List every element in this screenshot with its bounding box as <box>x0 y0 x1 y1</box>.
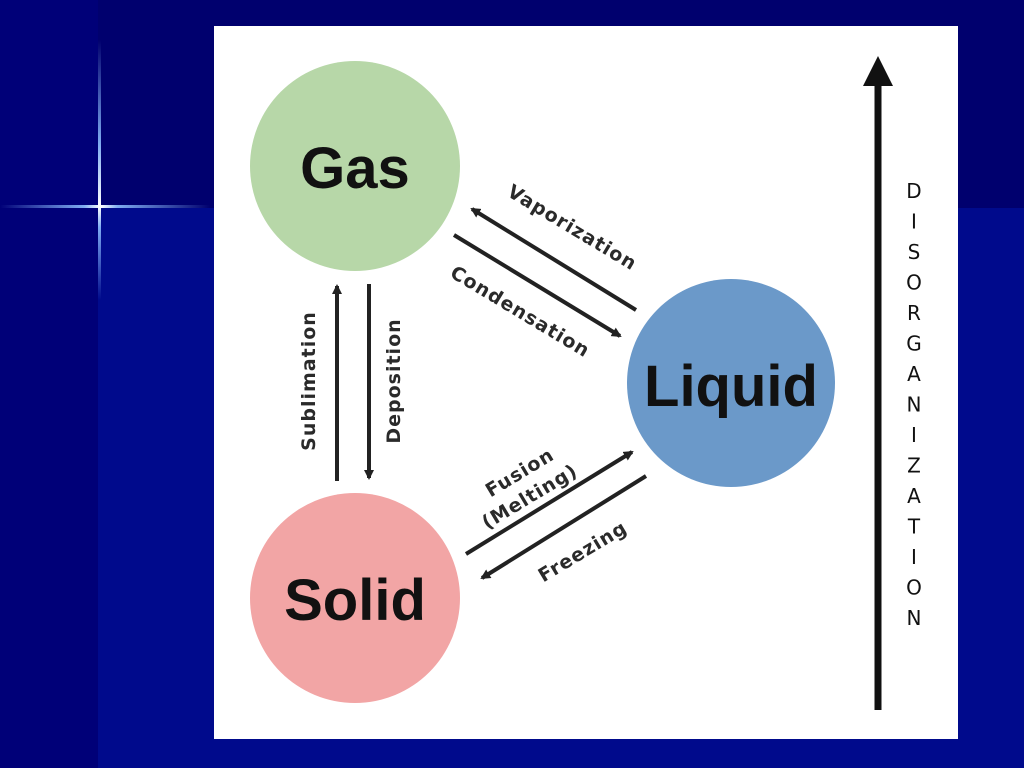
freezing-label: Freezing <box>535 517 632 587</box>
disorganization-letter: I <box>911 545 917 569</box>
disorganization-letter: O <box>906 576 922 600</box>
condensation-arrow <box>452 233 622 338</box>
disorganization-letter: S <box>908 240 921 264</box>
liquid-circle <box>627 279 835 487</box>
disorganization-letter: I <box>911 423 917 447</box>
vaporization-arrow <box>470 207 638 312</box>
fusion-arrow <box>464 450 634 556</box>
disorganization-letter: Z <box>907 454 921 478</box>
disorganization-letter: G <box>906 332 922 356</box>
disorganization-letter: I <box>911 210 917 234</box>
disorganization-letter: N <box>907 606 922 630</box>
disorganization-letter: A <box>907 362 921 386</box>
disorganization-letter: D <box>906 179 921 203</box>
solid-label: Solid <box>284 568 426 633</box>
gas-label: Gas <box>300 136 410 201</box>
liquid-label: Liquid <box>644 354 818 419</box>
phase-diagram: Gas Liquid Solid Vaporization Condensati… <box>250 56 922 710</box>
vaporization-label: Vaporization <box>503 181 640 276</box>
disorganization-axis-arrowhead <box>863 56 893 86</box>
freezing-arrow <box>480 474 648 580</box>
disorganization-letter: T <box>907 515 921 539</box>
background-left-band <box>0 0 98 768</box>
sparkle-vertical <box>98 40 101 300</box>
sparkle-horizontal <box>0 205 210 208</box>
deposition-label: Deposition <box>383 318 405 443</box>
disorganization-letter: R <box>907 301 921 325</box>
gas-circle <box>250 61 460 271</box>
diagram-panel: Gas Liquid Solid Vaporization Condensati… <box>214 26 958 739</box>
sublimation-label: Sublimation <box>298 311 320 451</box>
disorganization-letter: N <box>907 393 922 417</box>
disorganization-letter: O <box>906 271 922 295</box>
solid-circle <box>250 493 460 703</box>
disorganization-letter: A <box>907 484 921 508</box>
